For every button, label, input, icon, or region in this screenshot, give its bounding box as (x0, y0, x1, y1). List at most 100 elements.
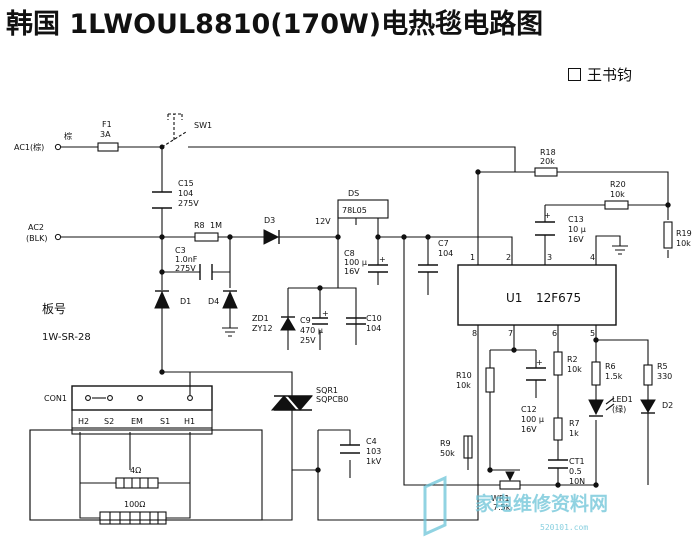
pin-h1: H1 (184, 417, 195, 426)
u1-pin-8: 8 (472, 329, 477, 338)
wr1-ref: WR1 (491, 494, 510, 503)
wr1-value: 7.5k (493, 503, 511, 512)
r6-ref: R6 (605, 362, 616, 371)
d4-ref: D4 (208, 297, 219, 306)
wire-c4 (318, 429, 351, 478)
resistor-r8: R8 1M (194, 221, 222, 242)
heater-elements: 4Ω 100Ω (29, 429, 263, 525)
capacitor-c4: C4 103 1kV (340, 437, 382, 466)
c3-ref: C3 (175, 246, 186, 255)
capacitor-c12: + C12 100 μ 16V (521, 358, 546, 434)
f1-value: 3A (100, 130, 111, 139)
svg-text:+: + (536, 358, 543, 367)
svg-text:+: + (379, 255, 386, 264)
label-ac1: AC1(棕) (14, 142, 44, 152)
d1-ref: D1 (180, 297, 191, 306)
capacitor-c8: + C8 100 μ 16V (344, 249, 388, 285)
wire-scr (291, 382, 318, 471)
ground-icon (612, 245, 628, 255)
led1-ref: LED1 (612, 395, 633, 404)
diode-d3: D3 (263, 216, 280, 245)
author-label: 王书钧 (568, 64, 632, 85)
resistor-r20: R20 10k (604, 180, 629, 210)
watermark-logo-icon (423, 475, 447, 537)
c13-v1: 10 μ (568, 225, 586, 234)
zener-zd1: ZD1 ZY12 (252, 314, 296, 333)
r19-ref: R19 (676, 229, 692, 238)
heater1-value: 4Ω (130, 466, 141, 475)
led-led1: LED1 (绿) (588, 395, 633, 417)
u1-ref: U1 (506, 291, 522, 305)
terminal-ac2 (54, 233, 62, 241)
label-ac2-sub: (BLK) (26, 234, 47, 243)
capacitor-c3: C3 1.0nF 275V (175, 246, 213, 280)
watermark-text: 家电维修资料网 (475, 492, 608, 515)
resistor-r9: R9 50k (440, 435, 473, 459)
wire-pin4-gnd (595, 235, 621, 258)
resistor-r2: R2 10k (553, 351, 582, 376)
f1-ref: F1 (102, 120, 112, 129)
c13-v2: 16V (568, 235, 584, 244)
led1-value: (绿) (612, 405, 626, 414)
capacitor-ct1: CT1 0.5 10N (548, 457, 585, 486)
ct1-v1: 0.5 (569, 467, 582, 476)
resistor-r7: R7 1k (553, 417, 580, 441)
r7-ref: R7 (569, 419, 580, 428)
r6-value: 1.5k (605, 372, 623, 381)
r7-value: 1k (569, 429, 579, 438)
u1-pin-4: 4 (590, 253, 595, 262)
resistor-r5: R5 330 (643, 362, 672, 386)
ds-value: 78L05 (342, 206, 367, 215)
ct1-ref: CT1 (569, 457, 585, 466)
switch-sw1: SW1 (159, 113, 212, 150)
capacitor-c7: C7 104 (418, 239, 453, 295)
diode-d2: D2 (640, 399, 673, 414)
capacitor-c15: C15 104 275V (152, 179, 199, 209)
sw1-ref: SW1 (194, 121, 212, 130)
pin-em: EM (131, 417, 143, 426)
r19-value: 10k (676, 239, 691, 248)
r8-value: 1M (210, 221, 222, 230)
u1-pin-5: 5 (590, 329, 595, 338)
d3-ref: D3 (264, 216, 275, 225)
capacitor-c13: + C13 10 μ 16V (535, 211, 586, 244)
c10-ref: C10 (366, 314, 382, 323)
u1-pin-6: 6 (552, 329, 557, 338)
r9-value: 50k (440, 449, 455, 458)
con1-ref: CON1 (44, 394, 67, 403)
c7-value: 104 (438, 249, 453, 258)
u1-value: 12F675 (536, 291, 581, 305)
potentiometer-wr1: WR1 7.5k (491, 471, 521, 512)
c9-v2: 25V (300, 336, 316, 345)
d2-ref: D2 (662, 401, 673, 410)
wire-heater-taps (79, 432, 191, 480)
wire-c13 (544, 204, 668, 258)
c4-v2: 1kV (366, 457, 382, 466)
svg-text:+: + (544, 211, 551, 220)
r5-ref: R5 (657, 362, 668, 371)
watermark: 家电维修资料网 520101.com (423, 475, 608, 537)
resistor-r19: R19 10k (663, 221, 692, 249)
r2-value: 10k (567, 365, 582, 374)
r20-ref: R20 (610, 180, 626, 189)
wire-ac1 (60, 146, 163, 237)
wire-gnd-bus (403, 237, 649, 486)
c3-v2: 275V (175, 264, 196, 273)
heater2-value: 100Ω (124, 500, 145, 509)
sqr1-ref: SQR1 (316, 386, 338, 395)
wires (29, 146, 669, 521)
c4-v1: 103 (366, 447, 381, 456)
r9-ref: R9 (440, 439, 451, 448)
u1-pin-1: 1 (470, 253, 475, 262)
wire-zd1-c9 (287, 287, 356, 350)
r20-value: 10k (610, 190, 625, 199)
c3-v1: 1.0nF (175, 255, 198, 264)
c4-ref: C4 (366, 437, 377, 446)
r18-ref: R18 (540, 148, 556, 157)
wire-scr-gate (162, 371, 293, 382)
wire-top-rail (188, 146, 669, 220)
heater-connector: H2 S2 EM S1 H1 (71, 410, 213, 435)
u1-pin-7: 7 (508, 329, 513, 338)
c12-ref: C12 (521, 405, 537, 414)
